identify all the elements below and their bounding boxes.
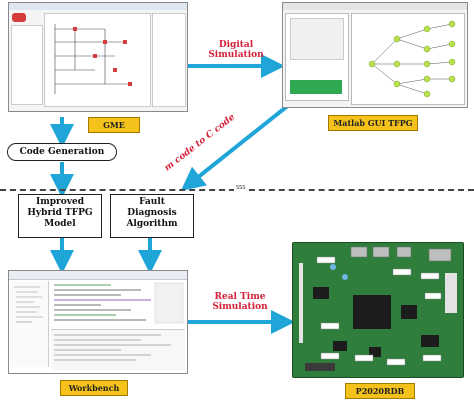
workbench-console [51, 329, 185, 370]
gme-graph [54, 24, 132, 94]
gme-label: GME [88, 117, 140, 133]
workbench-toolbar [9, 271, 187, 280]
gme-logo [12, 13, 26, 22]
arrow-matlab-to-fault [180, 102, 292, 191]
code-generation-box: Code Generation [7, 143, 117, 161]
board-label: P2020RDB [345, 383, 415, 399]
digital-simulation-caption: Digital Simulation [196, 40, 276, 60]
gme-tree-panel [11, 25, 43, 105]
fault-diagnosis-box: Fault Diagnosis Algorithm [110, 194, 194, 238]
matlab-gui-screenshot [282, 2, 468, 108]
tfpg-model-box: Improved Hybrid TFPG Model [18, 194, 102, 238]
matlab-status-bar [290, 80, 342, 94]
workbench-console-lines [54, 334, 171, 361]
real-time-line2: Simulation [212, 302, 268, 312]
workbench-label: Workbench [60, 380, 128, 396]
workbench-project-tree [10, 281, 49, 367]
fault-diagnosis-line2: Diagnosis [127, 208, 177, 218]
workbench-code-lines [54, 282, 184, 324]
matlab-left-panel [285, 13, 349, 101]
matlab-list [290, 18, 344, 60]
gme-screenshot [8, 2, 188, 112]
tfpg-model-line1: Improved [35, 197, 85, 207]
gme-canvas [44, 13, 151, 107]
fault-diagnosis-line1: Fault [139, 197, 165, 207]
tfpg-model-line2: Hybrid TFPG [27, 208, 93, 218]
workbench-screenshot [8, 270, 188, 374]
matlab-graph [368, 20, 456, 98]
divider-label: SSS [234, 185, 248, 191]
tfpg-model-line3: Model [44, 219, 76, 229]
p2020rdb-board-photo [292, 242, 464, 378]
real-time-line1: Real Time [214, 292, 266, 302]
digital-simulation-line2: Simulation [208, 50, 264, 60]
matlab-graph-panel [351, 13, 465, 105]
gme-properties-panel [152, 13, 186, 107]
matlab-titlebar [283, 3, 467, 10]
fault-diagnosis-line3: Algorithm [126, 219, 178, 229]
matlab-label: Matlab GUI TFPG [328, 115, 418, 131]
gme-titlebar [9, 3, 187, 10]
real-time-simulation-caption: Real Time Simulation [200, 292, 280, 312]
digital-simulation-line1: Digital [218, 40, 254, 50]
workbench-editor [51, 281, 185, 325]
board-components [293, 243, 463, 377]
workbench-tree-lines [14, 286, 43, 323]
